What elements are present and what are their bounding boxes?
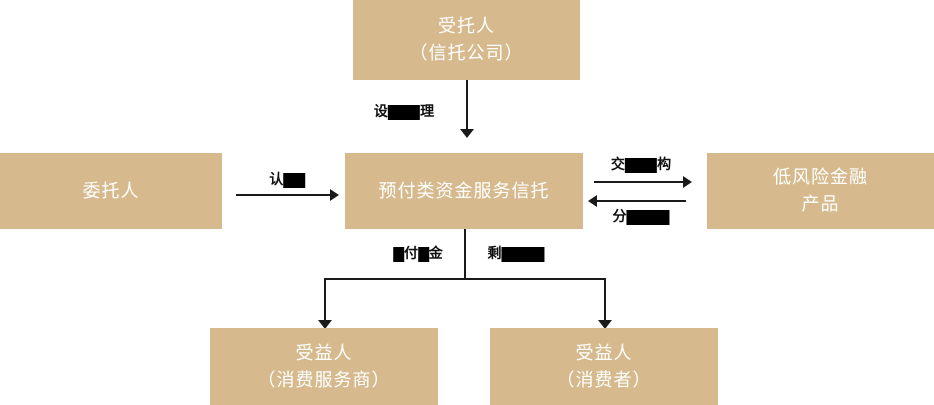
arrowhead-settlor-to-trust (330, 189, 339, 201)
node-trust-line1: 预付类资金服务信托 (378, 180, 550, 202)
edge-label-settlor-redaction: ██ (283, 172, 305, 188)
node-settlor-line1: 委托人 (82, 180, 140, 202)
edge-label-trust-to-product: 交███构 (611, 156, 671, 174)
node-beneficiary-consumer-line2: （消费者） (556, 369, 652, 391)
node-beneficiary-consumer: 受益人 （消费者） (490, 328, 718, 405)
node-beneficiary-consumer-line1: 受益人 (575, 342, 633, 364)
connector-trust-down-stem (464, 229, 466, 279)
edge-label-distribute-prefix: 分 (612, 209, 627, 225)
edge-label-merchant-redaction-2: █ (418, 246, 429, 262)
node-low-risk-product-line2: 产品 (801, 194, 840, 215)
connector-beneficiary-bus (324, 278, 606, 280)
node-beneficiary-merchant: 受益人 （消费服务商） (210, 328, 438, 405)
node-trustee-line1: 受托人 (438, 16, 495, 37)
edge-label-merchant-mid: 付 (404, 246, 418, 262)
node-low-risk-product: 低风险金融 产品 (707, 153, 934, 229)
node-beneficiary-merchant-line2: （消费服务商） (257, 369, 391, 391)
edge-label-consumer-redaction: ████ (501, 246, 545, 262)
node-trust: 预付类资金服务信托 (345, 153, 583, 229)
edge-label-settlor-prefix: 认 (269, 172, 284, 188)
node-beneficiary-merchant-line1: 受益人 (295, 342, 353, 364)
edge-label-distribute-redaction: ████ (626, 209, 670, 225)
arrowhead-product-to-trust (588, 195, 597, 207)
edge-label-trust-to-consumer: 剩████ (487, 245, 545, 263)
arrowhead-trustee-to-trust (460, 129, 474, 138)
node-low-risk-product-line1: 低风险金融 (773, 167, 868, 188)
edge-label-product-to-trust: 分████ (612, 208, 670, 226)
edge-label-product-redaction: ███ (624, 157, 658, 173)
edge-label-merchant-suffix: 金 (428, 246, 443, 262)
node-settlor: 委托人 (0, 153, 222, 229)
arrowhead-to-merchant (318, 320, 332, 329)
node-trustee-line2: （信托公司） (409, 43, 524, 64)
edge-label-trustee-suffix: 理 (420, 104, 435, 120)
edge-label-merchant-redaction-1: █ (393, 246, 404, 262)
connector-to-consumer (604, 278, 606, 323)
edge-label-product-suffix: 构 (657, 157, 672, 173)
connector-product-to-trust (594, 200, 686, 202)
arrowhead-to-consumer (598, 320, 612, 329)
arrowhead-trust-to-product (683, 176, 692, 188)
connector-trust-to-product (594, 181, 686, 183)
edge-label-settlor-to-trust: 认██ (269, 171, 305, 189)
edge-label-consumer-prefix: 剩 (487, 246, 502, 262)
edge-label-trust-to-merchant: █付█金 (393, 245, 443, 263)
edge-label-product-prefix: 交 (610, 157, 625, 173)
node-trustee: 受托人 （信托公司） (353, 0, 580, 80)
edge-label-trustee-to-trust: 设███理 (374, 103, 434, 121)
edge-label-trustee-prefix: 设 (373, 104, 388, 120)
connector-trustee-to-trust (466, 80, 468, 132)
edge-label-trustee-redaction: ███ (387, 104, 421, 120)
connector-to-merchant (324, 278, 326, 323)
connector-settlor-to-trust (236, 194, 331, 196)
